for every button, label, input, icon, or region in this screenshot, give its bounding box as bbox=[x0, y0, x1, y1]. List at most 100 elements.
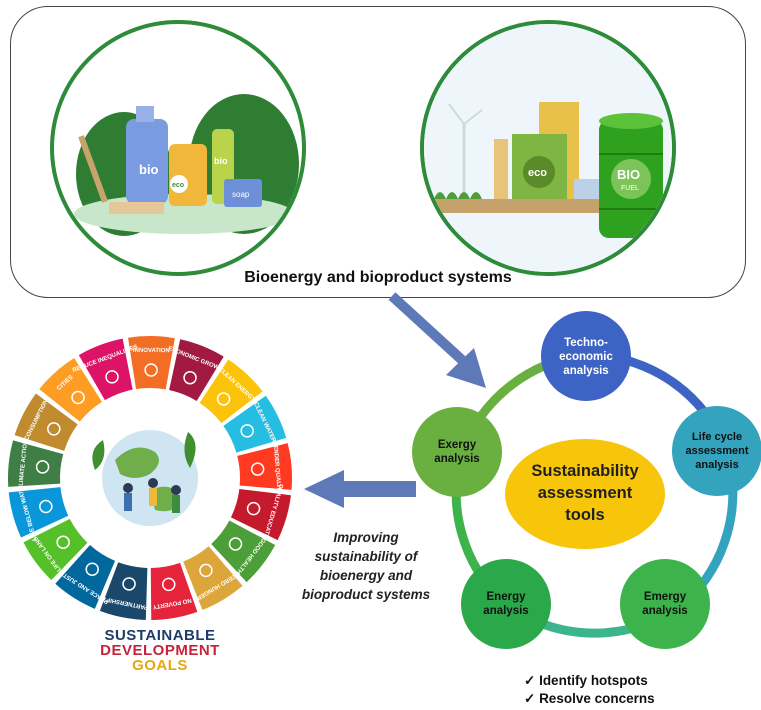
improving-caption: Improving sustainability of bioenergy an… bbox=[296, 528, 436, 604]
outcome-checklist: ✓ Identify hotspots ✓ Resolve concerns bbox=[524, 672, 655, 708]
sdg-title-line-3: GOALS bbox=[132, 657, 188, 674]
sdg-tile bbox=[8, 487, 69, 538]
node-energy-line-1: Energy bbox=[487, 591, 527, 603]
globe-tree-right-icon bbox=[184, 432, 196, 468]
node-te-line-3: analysis bbox=[563, 365, 608, 377]
sdg-tile-icon bbox=[47, 422, 61, 436]
flow-arrow-left-icon bbox=[340, 481, 416, 497]
improving-line-4: bioproduct systems bbox=[301, 587, 431, 602]
barrel-label-1: BIO bbox=[617, 167, 640, 182]
globe-land-1 bbox=[115, 447, 159, 478]
bioproducts-illustration: bio eco bio soap bbox=[50, 20, 306, 276]
globe-illustration bbox=[92, 430, 198, 526]
node-life-cycle bbox=[672, 406, 761, 496]
flow-arrowhead-down bbox=[446, 348, 486, 388]
sdg-tile-icon bbox=[240, 424, 254, 438]
sdg-title-line-2: DEVELOPMENT bbox=[100, 642, 220, 659]
sdg-tile bbox=[230, 488, 291, 541]
soap-box-icon bbox=[224, 179, 262, 207]
barrel-emblem bbox=[611, 159, 651, 199]
improving-line-3: bioenergy and bbox=[319, 568, 413, 583]
sdg-tile bbox=[169, 339, 224, 402]
node-te-line-2: economic bbox=[559, 351, 613, 363]
node-emergy-line-2: analysis bbox=[642, 605, 687, 617]
sdg-tile-icon bbox=[199, 563, 213, 578]
sdg-tile bbox=[223, 395, 287, 453]
eco-emblem-icon bbox=[523, 156, 555, 188]
sdg-tile-label: CLIMATE ACTION bbox=[18, 439, 29, 490]
bottle-cap-icon bbox=[136, 106, 154, 122]
person-icon-3 bbox=[171, 485, 181, 495]
sdg-tile-icon bbox=[162, 577, 176, 592]
node-exergy-line-2: analysis bbox=[434, 453, 479, 465]
globe-tree-left-icon bbox=[92, 440, 105, 470]
panel-caption: Bioenergy and bioproduct systems bbox=[244, 269, 512, 286]
person-icon-1 bbox=[123, 483, 133, 493]
biofuel-illustration: eco BIO FUEL bbox=[420, 20, 676, 276]
sdg-tile-icon bbox=[216, 392, 231, 406]
checklist-item-2: ✓ Resolve concerns bbox=[524, 691, 655, 706]
barrel-top bbox=[599, 113, 663, 129]
sdg-tile bbox=[199, 359, 263, 424]
improving-line-2: sustainability of bbox=[314, 549, 418, 564]
sdg-tile-icon bbox=[39, 499, 53, 514]
sdg-tile-icon bbox=[246, 501, 261, 516]
sdg-tile-icon bbox=[250, 462, 265, 476]
node-emergy-line-1: Emergy bbox=[644, 591, 687, 603]
assessment-cycle: Sustainability assessment tools Techno- … bbox=[412, 311, 761, 649]
bottle2-label: bio bbox=[214, 156, 228, 166]
checklist-item-1-text: Identify hotspots bbox=[539, 673, 648, 688]
sdg-tile bbox=[150, 562, 198, 620]
barrel-label-2: FUEL bbox=[621, 185, 639, 192]
node-emergy bbox=[620, 559, 710, 649]
node-lca-line-3: analysis bbox=[695, 459, 738, 471]
sdg-tile-icon bbox=[144, 363, 158, 377]
sdg-tile bbox=[211, 520, 276, 583]
person-body-1 bbox=[124, 493, 132, 511]
sponge-icon bbox=[109, 202, 164, 214]
center-line-1: Sustainability bbox=[531, 462, 639, 480]
center-line-3: tools bbox=[565, 506, 604, 524]
center-ellipse bbox=[505, 439, 665, 549]
node-energy-line-2: analysis bbox=[483, 605, 528, 617]
sdg-tile-icon bbox=[35, 460, 50, 474]
sdg-tile-icon bbox=[105, 370, 119, 384]
node-techno-economic bbox=[541, 311, 631, 401]
toothbrush bbox=[78, 135, 108, 203]
node-te-line-1: Techno- bbox=[564, 337, 608, 349]
flow-arrowhead-left bbox=[304, 470, 344, 508]
factory-label: eco bbox=[528, 167, 547, 179]
node-exergy-line-1: Exergy bbox=[438, 439, 477, 451]
crops-icon bbox=[434, 192, 482, 199]
node-exergy bbox=[412, 407, 502, 497]
flow-arrow-down-icon bbox=[388, 292, 466, 364]
sdg-tile-label: INNOVATION bbox=[133, 348, 170, 354]
eco-tag-icon bbox=[170, 175, 188, 193]
node-lca-line-2: assessment bbox=[686, 445, 749, 457]
node-lca-line-1: Life cycle bbox=[692, 431, 742, 443]
checklist-item-1: ✓ Identify hotspots bbox=[524, 673, 648, 688]
turbine-blade-1 bbox=[448, 103, 465, 125]
globe-icon bbox=[102, 430, 198, 526]
sdg-tile-icon bbox=[85, 562, 99, 576]
sdg-tile bbox=[23, 518, 88, 581]
bio-bottle-icon bbox=[126, 119, 168, 204]
solar-panel-icon bbox=[574, 179, 604, 199]
sdg-tile bbox=[99, 562, 148, 620]
sdg-tile bbox=[14, 393, 78, 451]
silo-icon bbox=[494, 139, 508, 199]
sdg-tile-icon bbox=[228, 537, 243, 551]
bioproducts-drawing: bio eco bio soap bbox=[74, 94, 299, 236]
node-energy bbox=[461, 559, 551, 649]
person-icon-2 bbox=[148, 478, 158, 488]
sdg-title-line-1: SUSTAINABLE bbox=[104, 627, 216, 644]
sdg-tile bbox=[55, 545, 116, 609]
sdg-tile-label: GENDER QUALITY bbox=[271, 441, 281, 495]
turbine-blade-2 bbox=[463, 109, 483, 125]
biofuel-drawing: eco BIO FUEL bbox=[424, 24, 672, 272]
center-line-2: assessment bbox=[538, 484, 633, 502]
sdg-tile-icon bbox=[56, 535, 70, 549]
bottle-label: bio bbox=[139, 162, 159, 177]
sdg-tile bbox=[39, 357, 102, 422]
